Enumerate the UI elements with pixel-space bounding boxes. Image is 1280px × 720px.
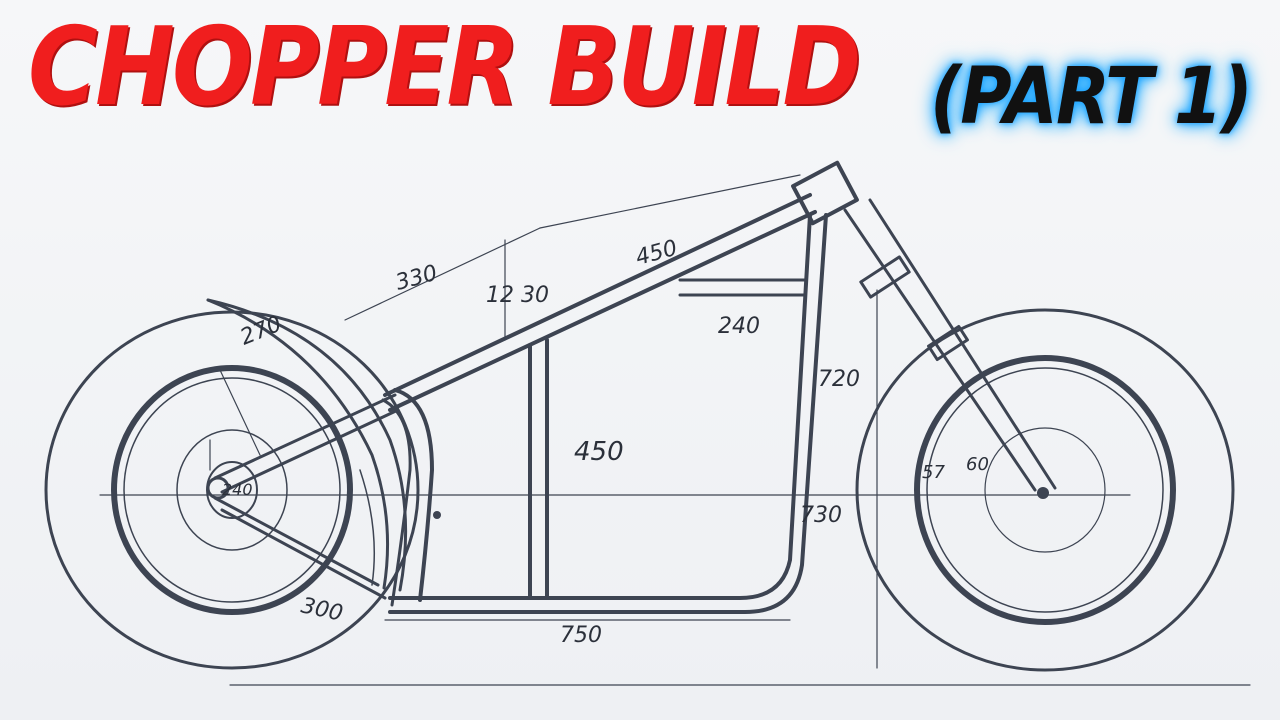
front-wheel bbox=[855, 308, 1235, 672]
dim-top-tube-front: 450 bbox=[633, 236, 680, 271]
dim-swingarm: 300 bbox=[299, 593, 345, 626]
dim-axle: 240 bbox=[222, 480, 253, 499]
front-fork bbox=[843, 198, 1057, 492]
dim-down-tube: 720 bbox=[818, 367, 860, 392]
dim-top-tube-rear: 330 bbox=[393, 261, 440, 296]
rear-fender bbox=[206, 298, 408, 592]
dim-front-height: 730 bbox=[800, 503, 842, 528]
dim-rake-a: 57 bbox=[922, 462, 945, 483]
dim-bottom-rail: 750 bbox=[560, 623, 602, 648]
dim-seat-post: 450 bbox=[574, 437, 624, 467]
dim-offset: 12 30 bbox=[486, 283, 549, 308]
dim-brace: 240 bbox=[718, 314, 760, 339]
chopper-frame bbox=[206, 160, 1049, 614]
video-title: CHOPPER BUILD bbox=[28, 5, 861, 130]
video-subtitle: (PART 1) bbox=[930, 52, 1253, 142]
dimension-lines bbox=[99, 174, 1251, 686]
dim-rake-b: 60 bbox=[966, 454, 989, 475]
